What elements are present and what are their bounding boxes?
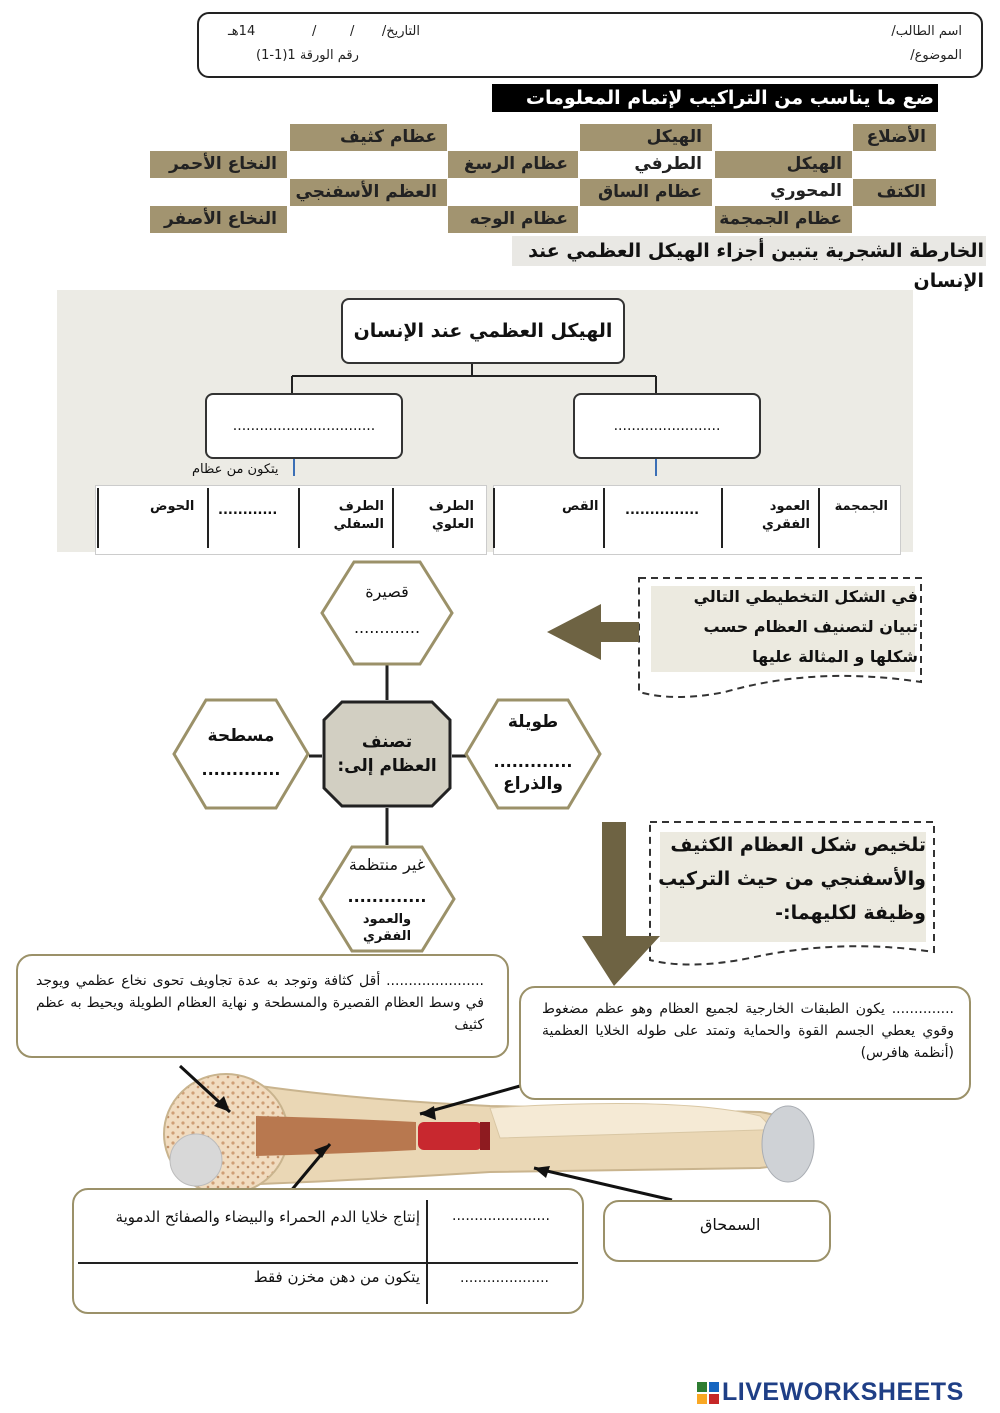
date-slash: /: [312, 24, 317, 39]
yellow-marrow-blank[interactable]: ....................: [460, 1270, 550, 1286]
periosteum-label: السمحاق: [700, 1215, 761, 1234]
word-shoulder[interactable]: الكتف: [853, 179, 936, 206]
down-arrow-icon: [582, 822, 660, 986]
periosteum-box: [603, 1200, 831, 1262]
summary-frame: [582, 821, 935, 986]
appendicular-cells: [95, 485, 487, 555]
yellow-marrow-desc: يتكون من دهن مخزن فقط: [253, 1268, 420, 1286]
header-card: [197, 12, 983, 78]
cell-skull: الجمجمة: [834, 499, 888, 514]
date-slash: /: [350, 24, 355, 39]
irregular-blank[interactable]: .............: [347, 887, 427, 906]
consists-of-label: يتكون من عظام: [192, 462, 279, 477]
word-red-marrow[interactable]: النخاع الأحمر: [150, 151, 287, 178]
word-skull[interactable]: عظام الجمجمة: [715, 206, 852, 233]
short-label: قصيرة: [365, 582, 409, 601]
compact-callout: [519, 986, 971, 1100]
classification-intro: في الشكل التخطيطي التالي تبيان لتصنيف ال…: [693, 587, 918, 666]
cell-spine: العمود الفقري: [761, 499, 810, 532]
red-marrow-blank[interactable]: ......................: [452, 1208, 550, 1224]
marrow-table: [72, 1188, 584, 1314]
subject-label: الموضوع/: [910, 48, 962, 63]
date-year: 14هـ: [228, 24, 256, 39]
short-blank[interactable]: .............: [353, 618, 421, 637]
cell-sternum: القص: [562, 499, 599, 514]
word-spongy-bone[interactable]: العظم الأسفنجي: [290, 179, 447, 206]
irregular-example: والعمود الفقري: [362, 912, 412, 944]
cell-blank-appendicular[interactable]: ............: [218, 503, 278, 518]
center-label: تصنف العظام إلى:: [337, 732, 437, 776]
word-face[interactable]: عظام الوجه: [448, 206, 578, 233]
liveworksheets-logo-icon: [697, 1382, 719, 1404]
summary-title: تلخيص شكل العظام الكثيف والأسفنجي من حيث…: [658, 834, 926, 924]
right-branch-blank[interactable]: ........................: [573, 393, 761, 459]
irregular-label: غير منتظمة: [348, 855, 426, 874]
intro-frame: [547, 577, 922, 698]
long-example: والذراع: [503, 774, 563, 794]
hex-irregular: غير منتظمة ............. والعمود الفقري: [318, 845, 456, 953]
hex-flat: مسطحة .............: [172, 698, 310, 810]
tree-connectors: [291, 364, 657, 476]
red-marrow-desc: إنتاج خلايا الدم الحمراء والبيضاء والصفا…: [115, 1208, 420, 1226]
spongy-callout: [16, 954, 509, 1058]
cell-pelvis: الحوض: [150, 499, 195, 514]
word-leg[interactable]: عظام الساق: [580, 179, 712, 206]
classify-center: تصنف العظام إلى:: [320, 698, 454, 810]
word-yellow-marrow[interactable]: النخاع الأصفر: [150, 206, 287, 233]
hex-long: طويلة ............. والذراع: [464, 698, 602, 810]
word-appendicular[interactable]: الهيكل الطرفي: [580, 124, 712, 174]
tree-title: الخارطة الشجرية يتبين أجزاء الهيكل العظم…: [512, 236, 986, 292]
tree-root: الهيكل العظمي عند الإنسان: [341, 298, 625, 364]
spongy-text[interactable]: ...................... أقل كثافة وتوجد ب…: [36, 973, 484, 1033]
brand-name[interactable]: LIVEWORKSHEETS: [722, 1378, 964, 1406]
word-wrist[interactable]: عظام الرسغ: [448, 151, 578, 178]
left-arrow-icon: [547, 604, 639, 660]
bone-illustration: [163, 1073, 815, 1195]
axial-cells: [493, 485, 901, 555]
cell-lower-limb: الطرف السفلي: [333, 499, 384, 532]
sheet-number: رقم الورقة 1(1-1): [256, 48, 359, 63]
long-label: طويلة: [507, 712, 559, 732]
student-name-label: اسم الطالب/: [891, 24, 962, 39]
word-compact-bone[interactable]: عظام كثيف: [290, 124, 447, 151]
date-label: التاريخ/: [381, 24, 420, 39]
cell-blank-axial[interactable]: ...............: [625, 503, 700, 518]
word-axial[interactable]: الهيكل المحوري: [715, 151, 852, 201]
long-blank[interactable]: .............: [493, 752, 573, 771]
flat-blank[interactable]: .............: [201, 760, 281, 779]
left-branch-blank[interactable]: ................................: [205, 393, 403, 459]
flat-label: مسطحة: [207, 726, 275, 746]
classification-connectors: [309, 664, 466, 845]
word-ribs[interactable]: الأضلاع: [853, 124, 936, 151]
hex-short: قصيرة .............: [320, 560, 454, 666]
cell-upper-limb: الطرف العلوي: [428, 499, 474, 532]
compact-text[interactable]: .............. يكون الطبقات الخارجية لجم…: [542, 1001, 954, 1061]
